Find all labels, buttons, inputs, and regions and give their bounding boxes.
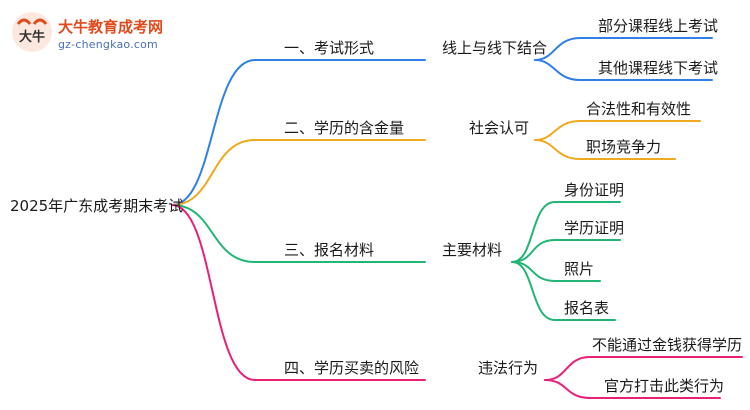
leaf-application-form: 报名表 xyxy=(564,299,610,317)
logo-name: 大牛教育成考网 xyxy=(58,18,164,36)
link-root-b2 xyxy=(171,139,426,206)
link-b4-leaf2 xyxy=(544,379,721,399)
link-b3-leaf2 xyxy=(511,239,621,263)
leaf-id-proof: 身份证明 xyxy=(564,181,625,199)
leaf-photo: 照片 xyxy=(564,260,595,278)
link-b4-leaf1 xyxy=(544,356,743,381)
link-b1-leaf2 xyxy=(534,59,713,81)
branch-label-degree-value: 二、学历的含金量 xyxy=(284,119,405,137)
mid-label-social-recognition: 社会认可 xyxy=(469,119,530,137)
leaf-offline-exam: 其他课程线下考试 xyxy=(598,59,719,77)
link-b2-leaf2 xyxy=(534,139,676,160)
leaf-competitiveness: 职场竞争力 xyxy=(586,138,662,156)
leaf-education-proof: 学历证明 xyxy=(564,219,625,237)
mid-label-illegal: 违法行为 xyxy=(478,359,539,377)
branch-label-materials: 三、报名材料 xyxy=(284,241,375,259)
leaf-no-money-degree: 不能通过金钱获得学历 xyxy=(592,336,743,354)
link-b3-leaf1 xyxy=(511,201,621,263)
link-root-b3 xyxy=(171,204,426,263)
link-root-b1 xyxy=(171,59,426,206)
logo-mark-text: 大牛 xyxy=(19,29,45,45)
branch-label-degree-trading-risk: 四、学历买卖的风险 xyxy=(284,359,420,377)
link-b3-leaf3 xyxy=(511,261,601,282)
link-b2-leaf1 xyxy=(534,120,701,141)
link-b1-leaf1 xyxy=(534,37,713,61)
leaf-legality: 合法性和有效性 xyxy=(586,100,692,118)
mid-label-main-materials: 主要材料 xyxy=(442,241,503,259)
leaf-online-exam: 部分课程线上考试 xyxy=(598,17,719,35)
link-b3-leaf4 xyxy=(511,261,616,321)
link-root-b4 xyxy=(171,204,426,381)
leaf-official-crackdown: 官方打击此类行为 xyxy=(604,377,725,395)
root-node: 2025年广东成考期末考试 xyxy=(10,197,184,215)
branch-label-exam-format: 一、考试形式 xyxy=(284,39,375,57)
logo: 大牛 大牛教育成考网 gz-chengkao.com xyxy=(10,10,185,58)
bull-logo-icon: 大牛 xyxy=(12,12,52,52)
logo-url: gz-chengkao.com xyxy=(58,38,158,51)
mid-label-online-offline: 线上与线下结合 xyxy=(442,39,548,57)
